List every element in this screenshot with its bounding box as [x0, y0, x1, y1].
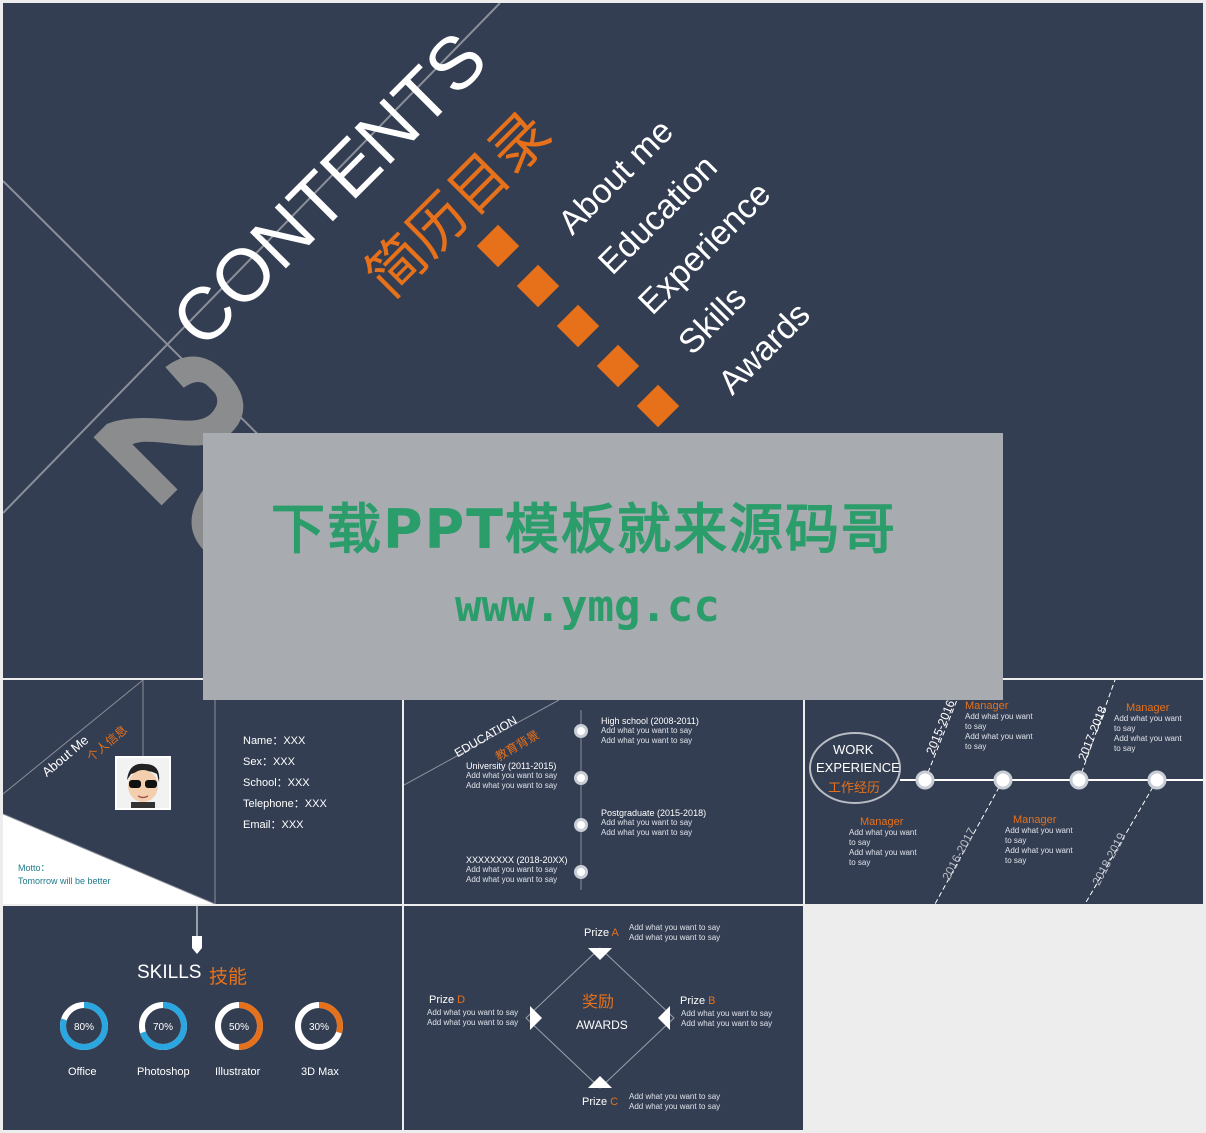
about-decor [3, 680, 216, 904]
awards-diamond [525, 947, 675, 1089]
education-item-title: Postgraduate (2015-2018) [601, 808, 707, 818]
work-desc: to say [1005, 856, 1027, 865]
work-desc: to say [1114, 724, 1136, 733]
skill-percent-label: 30% [309, 1022, 329, 1033]
education-item-title: High school (2008-2011) [601, 716, 699, 726]
skill-ring-progress [139, 1002, 187, 1050]
about-field-name: Name：XXX [243, 735, 306, 747]
work-role: Manager [1013, 814, 1057, 826]
work-role: Manager [860, 816, 904, 828]
timeline-dot [574, 771, 588, 785]
work-title-cn: 工作经历 [828, 781, 881, 796]
education-item-line: Add what you want to say [466, 875, 558, 884]
awards-title: AWARDS [576, 1018, 628, 1032]
work-entry: Manager Add what you want to say Add wha… [965, 700, 1033, 752]
prize-c-label: Prize C [582, 1096, 619, 1108]
education-item-line: Add what you want to say [466, 771, 558, 780]
education-item-line: Add what you want to say [601, 726, 693, 735]
education-item: High school (2008-2011) Add what you wan… [601, 716, 699, 746]
motto-label: Motto： [18, 863, 50, 873]
about-field-telephone: Telephone：XXX [243, 798, 327, 810]
work-desc: Add what you want [1114, 714, 1182, 723]
skill-ring-progress [60, 1002, 108, 1050]
about-field-sex: Sex：XXX [243, 756, 295, 768]
work-desc: Add what you want [1005, 846, 1073, 855]
work-desc: to say [965, 722, 987, 731]
education-item: XXXXXXXX (2018-20XX) Add what you want t… [466, 855, 568, 885]
skills-title-cn: 技能 [209, 966, 248, 988]
skill-percent-label: 70% [153, 1022, 173, 1033]
skills-slide: SKILLS 技能 80%70%50%30% Office Photoshop … [3, 906, 402, 1130]
skills-marker-icon [192, 906, 202, 954]
skill-name: Photoshop [137, 1066, 190, 1078]
work-desc: Add what you want [849, 828, 917, 837]
skill-name: Illustrator [215, 1066, 261, 1078]
prize-b-desc: Add what you want to say Add what you wa… [681, 1009, 773, 1028]
education-item-line: Add what you want to say [601, 828, 693, 837]
work-desc: Add what you want [965, 712, 1033, 721]
prize-a-label: Prize A [584, 927, 619, 939]
prize-c-desc: Add what you want to say Add what you wa… [629, 1092, 721, 1111]
watermark-banner: 下载PPT模板就来源码哥 www.ymg.cc [203, 433, 1003, 700]
motto-text: Tomorrow will be better [18, 876, 111, 886]
work-entry: Manager Add what you want to say Add wha… [1114, 702, 1182, 754]
work-decor [809, 680, 1203, 904]
awards-slide: 奖励 AWARDS Prize A Add what you want to s… [404, 906, 803, 1130]
prize-b-label: Prize B [680, 995, 716, 1007]
education-item-line: Add what you want to say [466, 781, 558, 790]
skills-rings-svg: 80% 70% 50% 30% [60, 1002, 343, 1050]
prize-d-desc: Add what you want to say Add what you wa… [427, 1008, 519, 1027]
skills-title: SKILLS [137, 962, 202, 983]
education-item-line: Add what you want to say [466, 865, 558, 874]
skill-percent-label: 50% [229, 1022, 249, 1033]
work-entry: Manager Add what you want to say Add wha… [1005, 814, 1073, 866]
work-title-2: EXPERIENCE [816, 760, 900, 775]
work-desc: Add what you want [1005, 826, 1073, 835]
education-item: University (2011-2015) Add what you want… [466, 761, 557, 791]
work-desc: Add what you want [1114, 734, 1182, 743]
work-slide: WORK EXPERIENCE 工作经历 2015-2016 2016-2017… [805, 680, 1203, 904]
about-field-email: Email：XXX [243, 819, 304, 831]
timeline-dot [574, 724, 588, 738]
timeline-dot [574, 818, 588, 832]
about-slide: About Me 个人信息 Name：XXX Sex：XXX School：XX… [3, 680, 402, 904]
education-item-title: University (2011-2015) [466, 761, 557, 771]
education-item-title: XXXXXXXX (2018-20XX) [466, 855, 568, 865]
work-desc: Add what you want [849, 848, 917, 857]
awards-title-cn: 奖励 [582, 992, 615, 1011]
education-item-line: Add what you want to say [601, 818, 693, 827]
skill-ring-progress [215, 1002, 263, 1050]
skill-name: 3D Max [301, 1066, 339, 1078]
prize-a-desc: Add what you want to say Add what you wa… [629, 923, 721, 942]
work-desc: Add what you want [965, 732, 1033, 741]
watermark-line1: 下载PPT模板就来源码哥 [271, 498, 897, 561]
work-desc: to say [1005, 836, 1027, 845]
work-entry: Manager Add what you want to say Add wha… [849, 816, 917, 868]
education-slide: EDUCATION 教育背景 High school (2008-2011) A… [404, 680, 803, 904]
education-decor [404, 699, 582, 890]
prize-d-label: Prize D [429, 994, 466, 1006]
work-desc: to say [965, 742, 987, 751]
avatar-icon [115, 756, 171, 810]
skill-name: Office [68, 1066, 97, 1078]
skill-percent-label: 80% [74, 1022, 94, 1033]
skill-ring-progress [295, 1002, 343, 1050]
work-role: Manager [1126, 702, 1170, 714]
work-desc: to say [1114, 744, 1136, 753]
work-desc: to say [849, 858, 871, 867]
watermark-line2: www.ymg.cc [455, 581, 720, 632]
work-role: Manager [965, 700, 1009, 712]
education-item-line: Add what you want to say [601, 736, 693, 745]
work-desc: to say [849, 838, 871, 847]
work-title-1: WORK [833, 742, 874, 757]
timeline-dot [574, 865, 588, 879]
about-field-school: School：XXX [243, 777, 310, 789]
education-item: Postgraduate (2015-2018) Add what you wa… [601, 808, 706, 838]
